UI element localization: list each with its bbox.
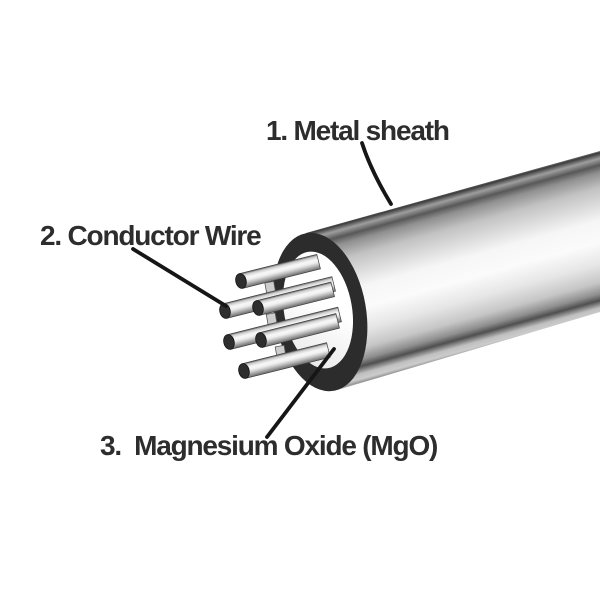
conductor-wire-6: [238, 342, 331, 379]
wire-end-cap: [238, 363, 250, 379]
wire-end-cap: [235, 273, 247, 289]
mgo-insulation-face: [282, 251, 354, 369]
wire-end-cap: [252, 300, 264, 316]
conductor-wire-3: [252, 281, 335, 316]
leader-line-metal-sheath: [360, 141, 393, 206]
label-conductor-wire: 2. Conductor Wire: [40, 220, 262, 251]
label-metal-sheath: 1. Metal sheath: [266, 115, 450, 146]
wire-end-cap: [255, 332, 267, 348]
wire-end-cap: [223, 334, 235, 350]
conductor-wire-5: [255, 313, 340, 348]
cable-body: [306, 151, 600, 391]
conductor-wire-1: [235, 253, 321, 289]
leader-line-mgo: [265, 347, 336, 439]
leader-line-conductor-wire: [131, 247, 228, 308]
label-magnesium-oxide: 3. Magnesium Oxide (MgO): [100, 430, 438, 461]
